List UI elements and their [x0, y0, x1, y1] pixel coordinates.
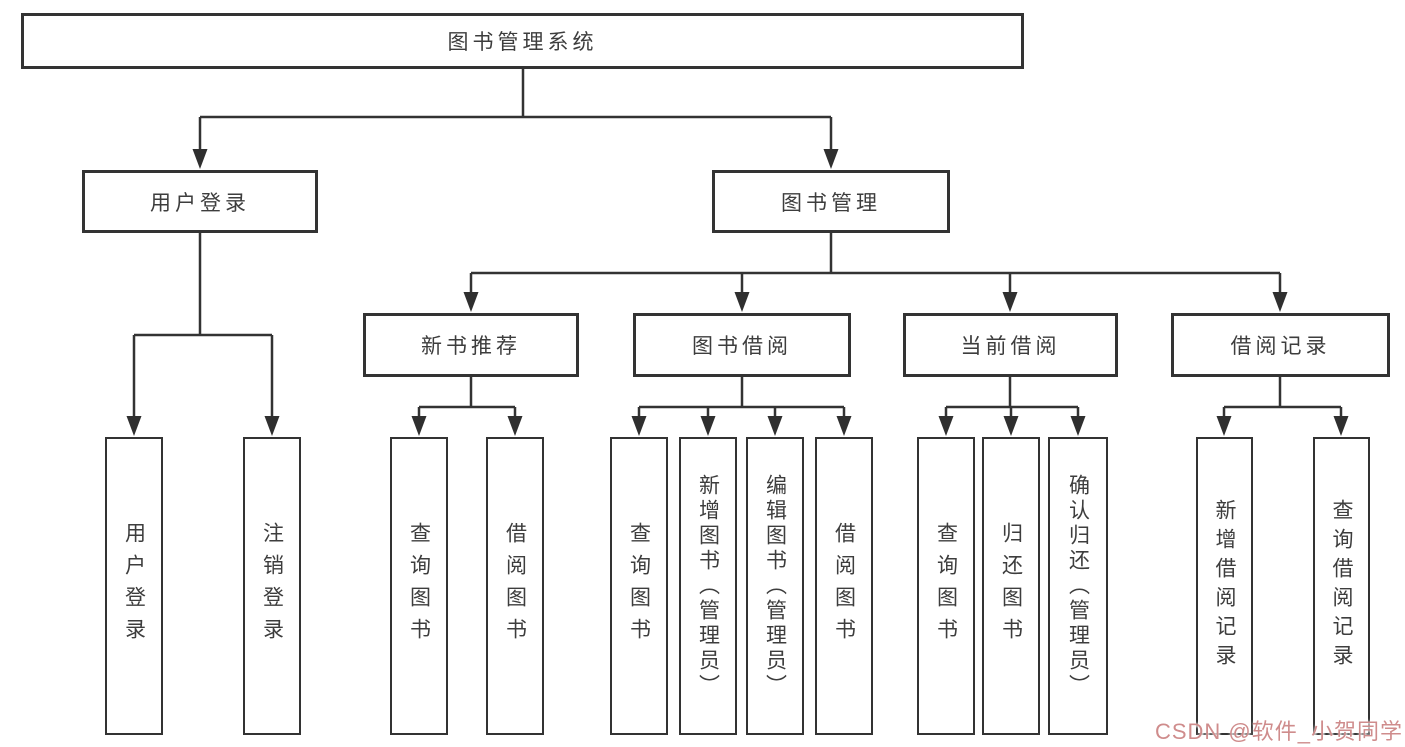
arrowhead-icon: [938, 416, 954, 436]
node-label: 图书借阅: [692, 335, 792, 358]
arrowhead-icon: [700, 416, 716, 436]
leaf-label: 查询借阅记录: [1330, 499, 1353, 673]
node-borrow-records: 借阅记录: [1171, 313, 1390, 377]
leaf-label: 注销登录: [260, 522, 284, 650]
leaf-label: 编辑图书（管理员）: [763, 473, 787, 699]
leaf-label: 归还图书: [999, 522, 1023, 650]
arrowhead-icon: [823, 149, 839, 169]
leaf-label: 新增图书（管理员）: [696, 473, 720, 699]
leaf-label: 借阅图书: [832, 522, 856, 650]
node-label: 借阅记录: [1230, 335, 1331, 358]
arrowhead-icon: [1272, 292, 1288, 312]
node-book-borrow: 图书借阅: [633, 313, 851, 377]
node-user-login: 用户登录: [82, 170, 318, 233]
node-label: 当前借阅: [960, 335, 1061, 358]
node-new-book-recommend: 新书推荐: [363, 313, 579, 377]
arrowheads: [126, 149, 1349, 436]
leaf-edit-books-admin: 编辑图书（管理员）: [746, 437, 804, 735]
leaf-label: 确认归还（管理员）: [1066, 473, 1090, 699]
arrowhead-icon: [411, 416, 427, 436]
leaf-query-books-current: 查询图书: [917, 437, 975, 735]
leaf-label: 用户登录: [122, 522, 146, 650]
node-current-borrow: 当前借阅: [903, 313, 1118, 377]
node-book-management: 图书管理: [712, 170, 950, 233]
arrowhead-icon: [463, 292, 479, 312]
leaf-borrow-books-recommend: 借阅图书: [486, 437, 544, 735]
leaf-query-books-borrow: 查询图书: [610, 437, 668, 735]
arrowhead-icon: [192, 149, 208, 169]
arrowhead-icon: [1002, 292, 1018, 312]
leaf-add-borrow-record: 新增借阅记录: [1196, 437, 1253, 735]
leaf-confirm-return-admin: 确认归还（管理员）: [1048, 437, 1108, 735]
tree-connector-path: [132, 69, 1343, 418]
node-root-system: 图书管理系统: [21, 13, 1024, 69]
arrowhead-icon: [767, 416, 783, 436]
arrowhead-icon: [1216, 416, 1232, 436]
arrowhead-icon: [734, 292, 750, 312]
arrowhead-icon: [1333, 416, 1349, 436]
leaf-label: 查询图书: [934, 522, 958, 650]
leaf-label: 新增借阅记录: [1213, 499, 1236, 673]
csdn-watermark: CSDN @软件_小贺同学: [1154, 719, 1403, 744]
leaf-label: 借阅图书: [503, 522, 527, 650]
leaf-query-borrow-record: 查询借阅记录: [1313, 437, 1370, 735]
leaf-logout: 注销登录: [243, 437, 301, 735]
leaf-return-books: 归还图书: [982, 437, 1040, 735]
node-label: 图书管理: [781, 191, 881, 215]
node-label: 用户登录: [150, 191, 250, 215]
arrowhead-icon: [836, 416, 852, 436]
leaf-query-books-recommend: 查询图书: [390, 437, 448, 735]
leaf-label: 查询图书: [407, 522, 431, 650]
leaf-label: 查询图书: [627, 522, 651, 650]
arrowhead-icon: [264, 416, 280, 436]
node-label: 新书推荐: [421, 335, 521, 358]
node-label: 图书管理系统: [447, 31, 598, 54]
arrowhead-icon: [1003, 416, 1019, 436]
leaf-user-login: 用户登录: [105, 437, 163, 735]
leaf-add-books-admin: 新增图书（管理员）: [679, 437, 737, 735]
arrowhead-icon: [126, 416, 142, 436]
arrowhead-icon: [1070, 416, 1086, 436]
arrowhead-icon: [631, 416, 647, 436]
arrowhead-icon: [507, 416, 523, 436]
leaf-borrow-books: 借阅图书: [815, 437, 873, 735]
